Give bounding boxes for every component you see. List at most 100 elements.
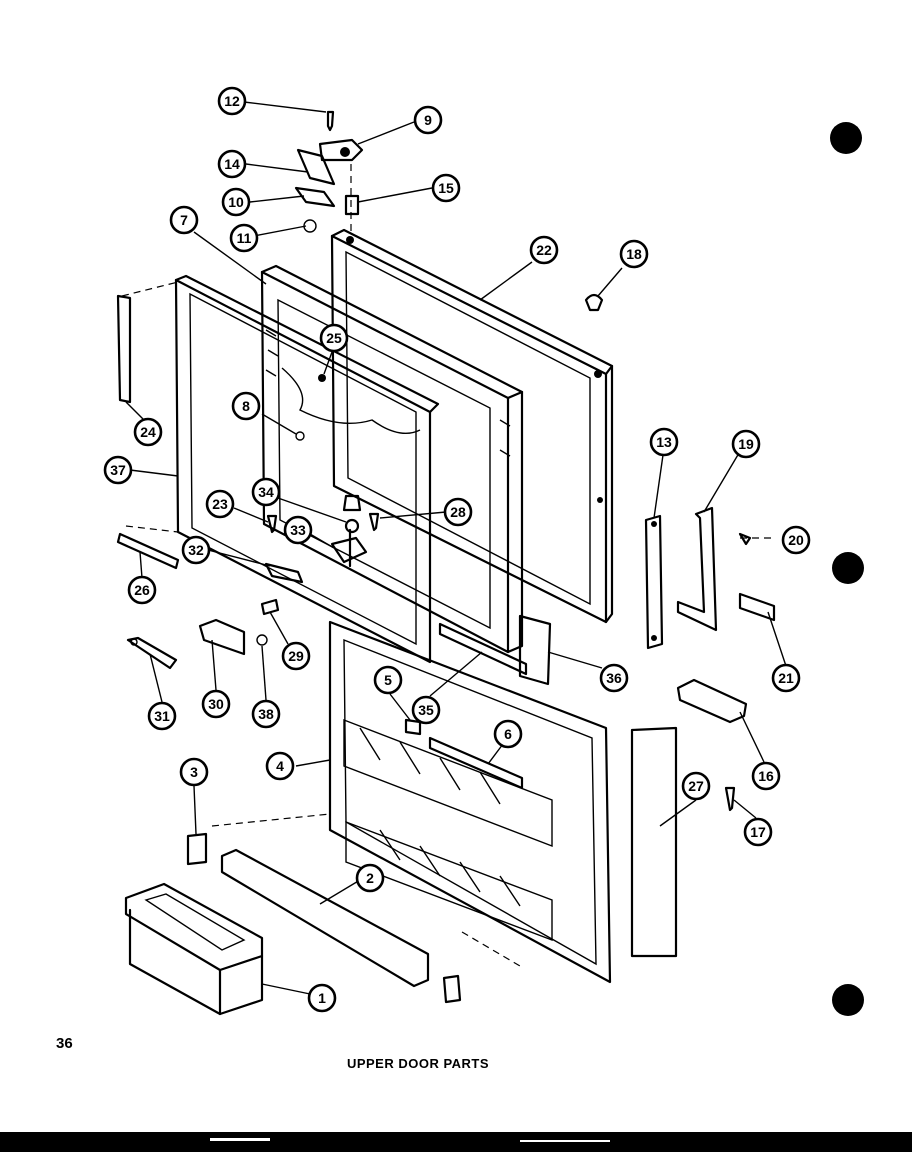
callout-label: 27 xyxy=(688,778,704,794)
callout-24: 24 xyxy=(133,417,163,447)
part-4-door-liner xyxy=(328,620,612,984)
leader-15 xyxy=(357,187,433,203)
callout-10: 10 xyxy=(221,187,251,217)
leader-16 xyxy=(739,711,765,763)
leader-33 xyxy=(309,533,335,549)
part-17-screw xyxy=(724,786,736,812)
panel-cutaway xyxy=(281,367,421,434)
callout-label: 22 xyxy=(536,242,552,258)
leader-14 xyxy=(245,163,309,173)
scan-edge-speck xyxy=(210,1138,270,1141)
part-28-screw xyxy=(368,512,380,532)
callout-label: 17 xyxy=(750,824,766,840)
leader-29 xyxy=(269,611,289,645)
leader-26 xyxy=(139,551,143,579)
binder-hole-top xyxy=(830,122,862,154)
callout-circle xyxy=(411,695,441,725)
callout-circle xyxy=(781,525,811,555)
part-23-screw xyxy=(266,514,278,534)
liner-shelf-upper xyxy=(343,718,553,848)
frame-depth-side xyxy=(604,364,614,624)
guide-line xyxy=(461,931,521,967)
binder-hole-middle xyxy=(832,552,864,584)
callout-label: 38 xyxy=(258,706,274,722)
part-29-screw xyxy=(260,598,280,616)
callout-circle xyxy=(133,417,163,447)
leader-1 xyxy=(261,983,311,995)
bin-inner-rim xyxy=(144,893,246,951)
callout-circle xyxy=(147,701,177,731)
leader-22 xyxy=(479,261,533,301)
part-26-strip xyxy=(116,532,180,570)
callout-32: 32 xyxy=(181,535,211,565)
binder-hole-bottom xyxy=(832,984,864,1016)
callout-label: 1 xyxy=(318,990,326,1006)
part-30-bracket xyxy=(198,618,246,656)
callout-label: 6 xyxy=(504,726,512,742)
callout-circle xyxy=(217,149,247,179)
leader-25 xyxy=(323,351,333,375)
callout-19: 19 xyxy=(731,429,761,459)
callout-33: 33 xyxy=(283,515,313,545)
inner-frame-depth xyxy=(174,274,440,414)
part-20-screw xyxy=(738,532,752,546)
part-35-rail xyxy=(438,622,528,676)
inner-frame-inner xyxy=(189,292,417,646)
callout-circle xyxy=(221,187,251,217)
panel-inner xyxy=(277,298,491,630)
callout-label: 10 xyxy=(228,194,244,210)
callout-label: 16 xyxy=(758,768,774,784)
liner-outline xyxy=(328,620,612,984)
leader-31 xyxy=(149,653,163,703)
callout-label: 28 xyxy=(450,504,466,520)
callout-label: 19 xyxy=(738,436,754,452)
part-34-cap xyxy=(342,494,362,512)
callout-label: 21 xyxy=(778,670,794,686)
callout-12: 12 xyxy=(217,86,247,116)
part-34-washer xyxy=(344,518,360,534)
assembly-guides xyxy=(121,281,776,967)
scan-edge-band xyxy=(0,1132,912,1152)
scan-bottom-edge xyxy=(0,1132,912,1152)
callout-9: 9 xyxy=(413,105,443,135)
leader-8 xyxy=(261,413,297,435)
inner-frame-outline xyxy=(174,278,432,664)
bin-top xyxy=(124,882,264,972)
leader-36 xyxy=(547,651,603,669)
callout-circle xyxy=(355,863,385,893)
guide-line xyxy=(211,813,331,827)
callout-22: 22 xyxy=(529,235,559,265)
callout-18: 18 xyxy=(619,239,649,269)
callout-label: 33 xyxy=(290,522,306,538)
callout-label: 34 xyxy=(258,484,274,500)
part-9-pin xyxy=(340,147,350,157)
part-18-plug xyxy=(584,293,604,312)
page-number: 36 xyxy=(56,1035,73,1052)
callout-27: 27 xyxy=(681,771,711,801)
liner-shelf-ribs xyxy=(359,727,521,907)
callout-11: 11 xyxy=(229,223,259,253)
part-14-shim xyxy=(296,148,336,186)
leader-30 xyxy=(211,639,217,691)
callout-14: 14 xyxy=(217,149,247,179)
callout-circle xyxy=(443,497,473,527)
callout-circle xyxy=(771,663,801,693)
panel-foam-texture xyxy=(265,329,511,457)
leader-27 xyxy=(659,799,697,827)
part-15-bushing xyxy=(344,194,360,216)
part-3-clip xyxy=(186,832,208,866)
binder-holes xyxy=(830,122,864,1016)
callout-circle xyxy=(127,575,157,605)
callout-circle xyxy=(319,323,349,353)
callout-4: 4 xyxy=(265,751,295,781)
part-21-pad xyxy=(738,592,776,622)
callout-label: 4 xyxy=(276,758,284,774)
callout-label: 11 xyxy=(237,230,252,246)
part-16-bracket xyxy=(676,678,748,724)
callout-circle xyxy=(217,86,247,116)
callout-label: 37 xyxy=(110,462,126,478)
callout-label: 5 xyxy=(384,672,392,688)
callout-circle xyxy=(265,751,295,781)
callout-label: 14 xyxy=(224,156,240,172)
